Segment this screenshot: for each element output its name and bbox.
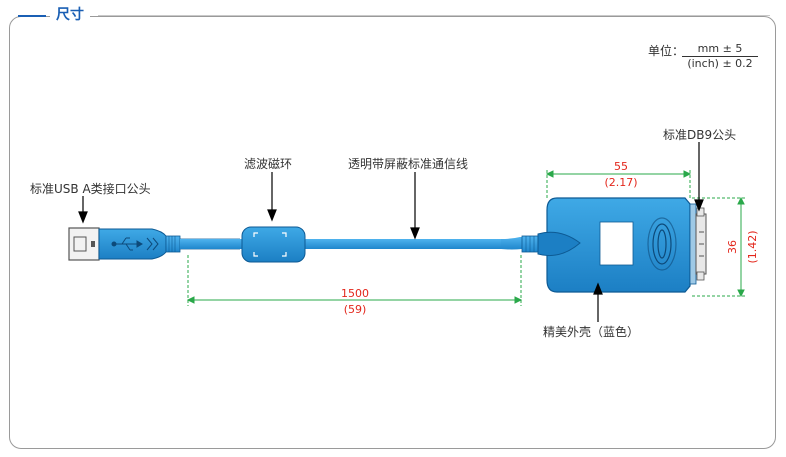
dim-cable-length-inch: (59)	[343, 303, 367, 316]
dim-shell-height-mm: 36	[726, 240, 739, 254]
usb-plug	[68, 227, 100, 261]
diagram-frame	[9, 16, 776, 449]
section-title: 尺寸	[50, 6, 90, 24]
callout-arrows	[78, 142, 704, 322]
dim-shell-width: 55 (2.17)	[596, 160, 646, 190]
label-shell: 精美外壳（蓝色）	[543, 325, 640, 339]
db9-connector	[689, 203, 707, 285]
title-rule-left	[18, 15, 46, 17]
label-cable: 透明带屏蔽标准通信线	[348, 157, 469, 171]
unit-fraction: mm ± 5 (inch) ± 0.2	[682, 42, 758, 71]
usb-body	[98, 228, 181, 260]
adapter-shell	[537, 197, 691, 293]
db9-strain-relief	[521, 235, 539, 253]
unit-denominator: (inch) ± 0.2	[682, 56, 758, 71]
dim-cable-length-mm: 1500	[341, 287, 369, 300]
ferrite-core	[241, 226, 306, 263]
unit-note: 单位： mm ± 5 (inch) ± 0.2	[648, 42, 758, 70]
dim-cable-length: 1500 (59)	[330, 287, 380, 317]
label-db9: 标准DB9公头	[663, 128, 737, 142]
title-rule-right	[98, 15, 770, 16]
label-ferrite: 滤波磁环	[244, 157, 293, 171]
dim-shell-height-inch: (1.42)	[746, 230, 759, 264]
unit-prefix: 单位：	[648, 44, 685, 58]
unit-numerator: mm ± 5	[697, 42, 743, 55]
cable-segment-2	[305, 239, 501, 249]
dimension-lines	[186, 170, 745, 306]
cable-segment-1	[180, 239, 242, 249]
cable-segment-3	[501, 237, 522, 250]
label-usb: 标准USB A类接口公头	[30, 182, 151, 196]
usb-symbol-icon	[111, 237, 143, 251]
grip-icon	[647, 217, 677, 271]
label-window	[599, 221, 634, 266]
dim-shell-width-inch: (2.17)	[604, 176, 638, 189]
dim-shell-width-mm: 55	[614, 160, 628, 173]
